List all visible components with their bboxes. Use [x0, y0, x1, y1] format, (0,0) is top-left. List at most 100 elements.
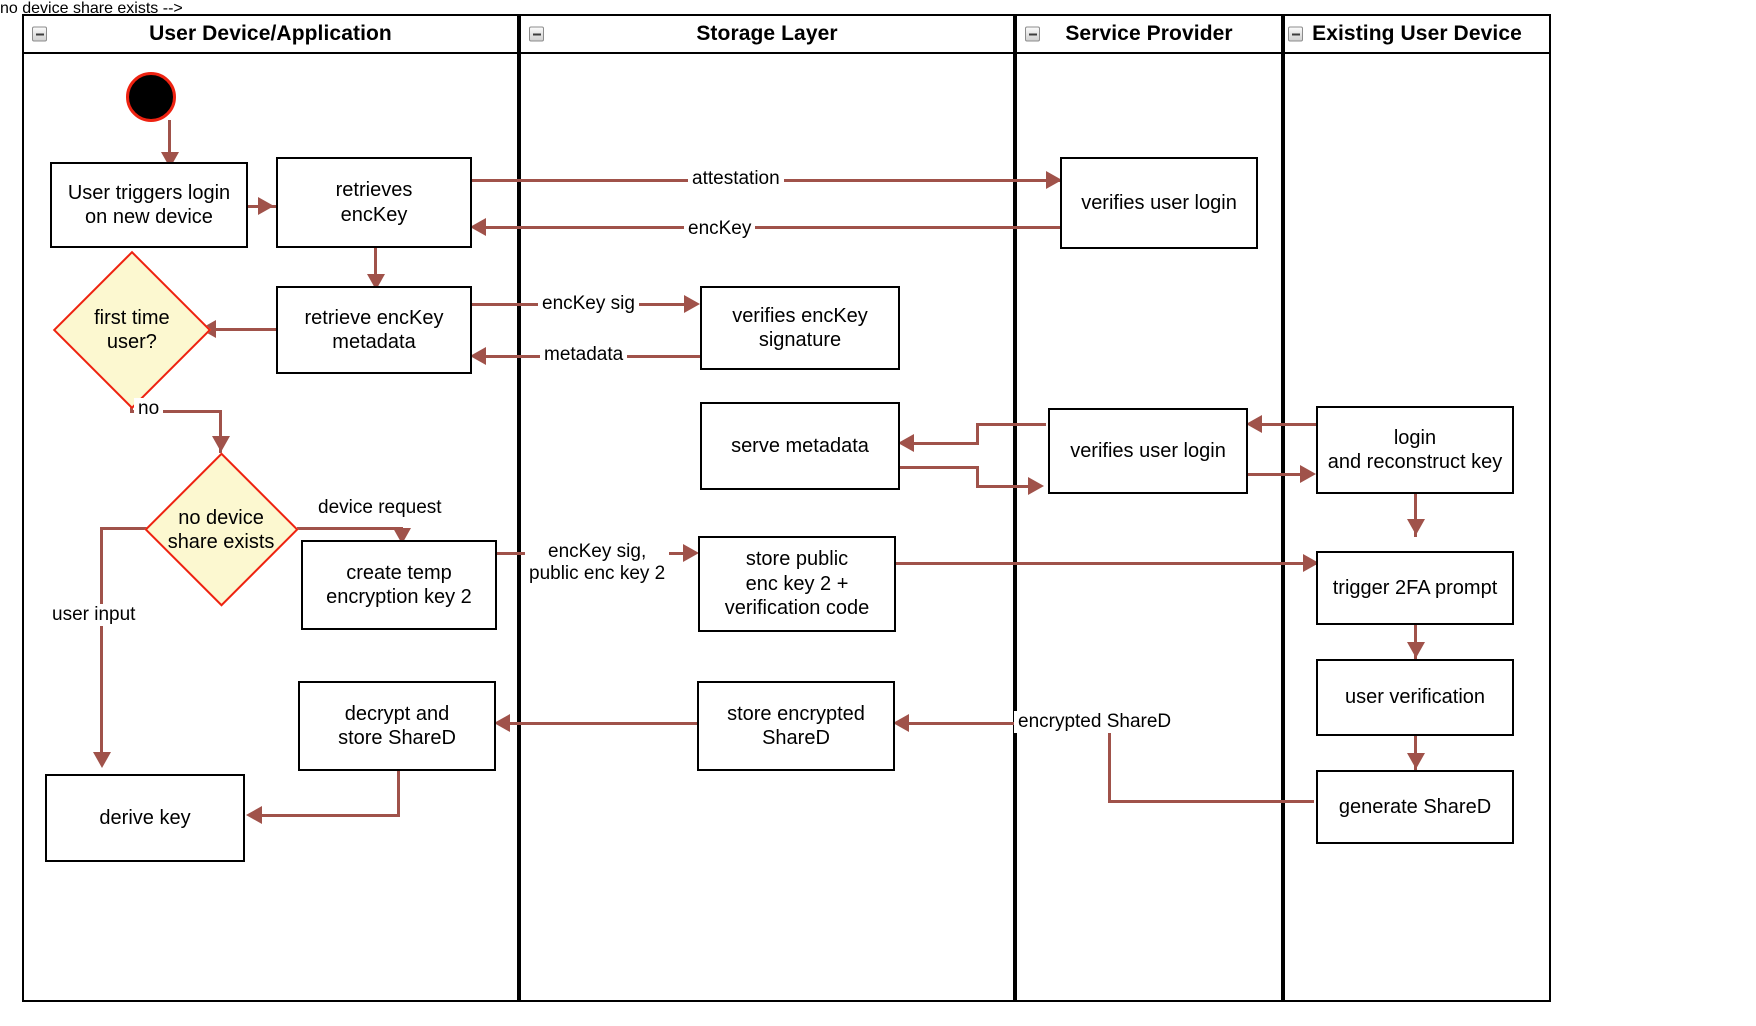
- edge-login-to-2fa: [1414, 493, 1417, 537]
- edge-serve-to-verify2-h1: [897, 466, 979, 469]
- node-store-encrypted-shared[interactable]: store encrypted ShareD: [697, 681, 895, 771]
- arrowhead-storeenc-to-decrypt: [494, 714, 510, 732]
- node-trigger-login-line1: User triggers login: [67, 181, 231, 204]
- minus-box-icon[interactable]: [32, 26, 47, 42]
- node-serve-metadata[interactable]: serve metadata: [700, 402, 900, 490]
- minus-box-icon[interactable]: [1288, 26, 1303, 42]
- lane-header-service-provider[interactable]: Service Provider: [1015, 14, 1283, 54]
- arrowhead-verify2-to-login: [1300, 465, 1316, 483]
- node-verifies-sig-line2: signature: [758, 329, 842, 351]
- node-store-public-key[interactable]: store public enc key 2 + verification co…: [698, 536, 896, 632]
- edge-verify2-to-login: [1248, 473, 1308, 476]
- decision-no-device-share-line2: share exists: [168, 530, 275, 553]
- edge-decrypt-to-derive-v: [397, 771, 400, 817]
- node-decrypt-store-shared[interactable]: decrypt and store ShareD: [298, 681, 496, 771]
- node-store-public-line2: enc key 2 +: [745, 572, 849, 595]
- node-retrieves-enckey-line1: retrieves: [335, 179, 413, 202]
- arrowhead-attestation: [1046, 171, 1062, 189]
- arrowhead-enckey-return: [470, 218, 486, 236]
- lane-header-user-device[interactable]: User Device/Application: [22, 14, 519, 54]
- edge-storeenc-to-decrypt: [506, 722, 698, 725]
- node-retrieve-meta-line2: metadata: [332, 331, 416, 353]
- edge-user-input-v: [100, 527, 103, 763]
- minus-box-icon[interactable]: [1025, 26, 1040, 42]
- edge-label-enckey: encKey: [684, 218, 756, 240]
- node-login-reconstruct-key[interactable]: login and reconstruct key: [1316, 406, 1514, 494]
- decision-first-time-line2: user?: [106, 331, 158, 353]
- lane-title-existing-device: Existing User Device: [1312, 22, 1522, 45]
- start-node: [126, 72, 176, 122]
- node-generate-shared-label: generate ShareD: [1338, 795, 1492, 818]
- edge-serve-to-verify2-h2: [976, 485, 1036, 488]
- edge-encshared-v: [1108, 722, 1111, 803]
- node-create-temp-line1: create temp: [346, 561, 452, 584]
- lane-title-storage: Storage Layer: [696, 22, 838, 45]
- edge-start-to-trigger: [168, 120, 171, 164]
- node-trigger-login[interactable]: User triggers login on new device: [50, 162, 248, 248]
- node-trigger-2fa[interactable]: trigger 2FA prompt: [1316, 551, 1514, 625]
- node-user-verification-label: user verification: [1344, 686, 1486, 709]
- arrowhead-firsttime-no: [212, 436, 230, 452]
- node-store-enc-shared-line2: ShareD: [762, 727, 830, 749]
- node-retrieve-enckey-metadata[interactable]: retrieve encKey metadata: [276, 286, 472, 374]
- node-generate-shared[interactable]: generate ShareD: [1316, 770, 1514, 844]
- arrowhead-storepublic-to-2fa: [1303, 554, 1319, 572]
- node-verifies-user-login-1-label: verifies user login: [1081, 191, 1237, 214]
- node-serve-metadata-label: serve metadata: [731, 434, 869, 457]
- arrowhead-userverif-to-generate: [1407, 753, 1425, 769]
- edge-serve-to-verify2-v: [976, 466, 979, 488]
- edge-firsttime-no-h: [130, 410, 222, 413]
- node-verifies-user-login-2-label: verifies user login: [1070, 439, 1226, 462]
- node-derive-key-label: derive key: [99, 806, 191, 829]
- edge-label-enckey-sig-pubkey: encKey sig, public enc key 2: [525, 541, 670, 585]
- node-user-verification[interactable]: user verification: [1316, 659, 1514, 736]
- lane-body-storage: [519, 52, 1015, 1002]
- decision-first-time-line1: first time: [94, 307, 170, 329]
- node-create-temp-line2: encryption key 2: [326, 586, 472, 608]
- edge-label-metadata: metadata: [540, 344, 628, 366]
- edge-verify2-to-serve-h1: [976, 423, 1046, 426]
- minus-box-icon[interactable]: [529, 26, 544, 42]
- edge-verify2-to-serve-v: [976, 423, 979, 445]
- edge-storepublic-to-2fa: [895, 562, 1319, 565]
- edge-label-attestation: attestation: [688, 168, 784, 190]
- arrowhead-enckey-sig-pubkey: [683, 544, 699, 562]
- edge-label-line-2: public enc key 2: [529, 562, 666, 584]
- node-verifies-user-login-2[interactable]: verifies user login: [1048, 408, 1248, 494]
- edge-verify2-to-serve-h2: [910, 442, 979, 445]
- node-create-temp-key[interactable]: create temp encryption key 2: [301, 540, 497, 630]
- edge-label-enckey-sig: encKey sig: [538, 293, 639, 315]
- edge-encshared-h1: [1108, 800, 1314, 803]
- lane-header-storage[interactable]: Storage Layer: [519, 14, 1015, 54]
- edge-firsttime-no-v2: [219, 410, 222, 453]
- arrowhead-encshared: [893, 714, 909, 732]
- node-verifies-sig-line1: verifies encKey: [732, 304, 868, 327]
- node-derive-key[interactable]: derive key: [45, 774, 245, 862]
- node-decrypt-store-line1: decrypt and: [344, 702, 450, 725]
- arrowhead-serve-to-verify2: [1028, 477, 1044, 495]
- node-retrieve-meta-line1: retrieve encKey: [304, 306, 444, 329]
- edge-decrypt-to-derive-h: [258, 814, 400, 817]
- edge-user-input-h: [100, 527, 147, 530]
- node-decrypt-store-line2: store ShareD: [338, 727, 456, 749]
- node-store-public-line3: verification code: [724, 597, 870, 620]
- arrowhead-user-input: [93, 752, 111, 768]
- lane-header-existing-device[interactable]: Existing User Device: [1283, 14, 1551, 54]
- edge-label-user-input: user input: [48, 604, 140, 626]
- edge-label-device-request: device request: [314, 497, 446, 519]
- arrowhead-metadata-return: [470, 347, 486, 365]
- node-verifies-user-login-1[interactable]: verifies user login: [1060, 157, 1258, 249]
- lane-title-service-provider: Service Provider: [1065, 22, 1233, 45]
- edge-retrieves-to-metadata: [374, 248, 377, 293]
- node-login-reconstruct-line1: login: [1393, 426, 1437, 449]
- edge-enckey-return: [482, 226, 1062, 229]
- node-retrieves-enckey[interactable]: retrieves encKey: [276, 157, 472, 248]
- arrowhead-verify2-to-serve: [898, 434, 914, 452]
- node-login-reconstruct-line2: and reconstruct key: [1327, 451, 1503, 473]
- node-trigger-login-line2: on new device: [85, 206, 213, 228]
- node-verifies-enckey-signature[interactable]: verifies encKey signature: [700, 286, 900, 370]
- edge-label-line-1: encKey sig,: [548, 541, 647, 562]
- node-store-public-line1: store public: [745, 548, 849, 571]
- edge-label-encrypted-shared: encrypted ShareD: [1014, 711, 1176, 733]
